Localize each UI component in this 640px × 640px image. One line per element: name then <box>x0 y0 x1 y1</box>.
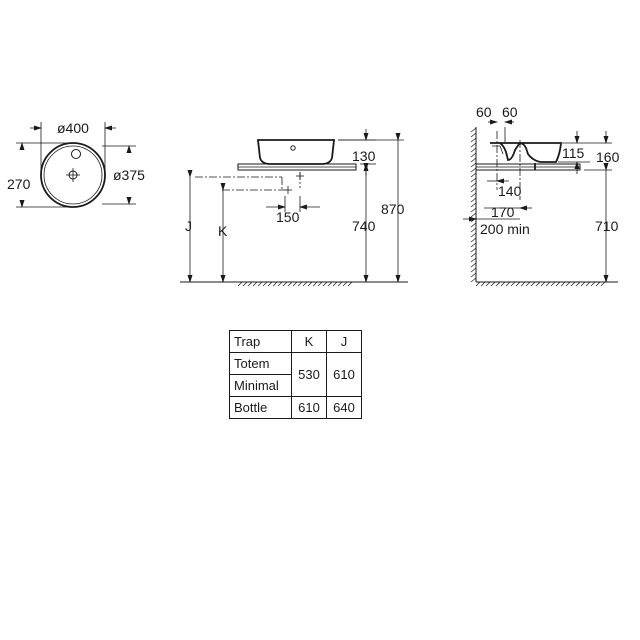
dim-115: 115 <box>562 145 585 161</box>
dim-140: 140 <box>498 183 522 199</box>
trap-name: Minimal <box>229 374 292 397</box>
trap-name: Totem <box>229 352 292 375</box>
dim-outer-diameter: ø400 <box>57 120 89 136</box>
dim-waste-offset: 150 <box>276 209 300 225</box>
table-row: Totem 530 610 <box>229 352 362 397</box>
table-header-row: Trap K J <box>229 330 362 353</box>
dim-total-height: 870 <box>381 201 405 217</box>
j-value: 610 <box>326 352 362 397</box>
label-k: K <box>218 223 228 239</box>
dim-depth: 270 <box>7 176 31 192</box>
label-j: J <box>185 218 192 234</box>
dim-counter-height: 740 <box>352 218 376 234</box>
header-trap: Trap <box>229 330 292 353</box>
floor-hatch-side <box>475 281 606 287</box>
header-j: J <box>326 330 362 353</box>
tap-hole <box>71 149 81 159</box>
table-row: Minimal <box>229 374 362 397</box>
dim-170: 170 <box>491 204 515 220</box>
k-value: 530 <box>291 352 327 397</box>
basin-inner-circle <box>43 145 103 205</box>
dim-bowl-height: 130 <box>352 148 376 164</box>
front-view: 150 130 740 870 J K <box>180 129 408 287</box>
top-view: ø400 270 ø375 <box>7 120 145 208</box>
dim-200-min: 200 min <box>480 221 530 237</box>
wall-hatch <box>470 127 477 283</box>
floor-hatch-front <box>237 281 353 287</box>
k-value: 610 <box>291 396 327 419</box>
dim-60-a: 60 <box>476 104 492 120</box>
table-row: Bottle 610 640 <box>229 396 362 419</box>
dim-160: 160 <box>596 149 620 165</box>
dim-710: 710 <box>595 218 619 234</box>
basin-side <box>490 142 562 163</box>
header-k: K <box>291 330 327 353</box>
dim-60-b: 60 <box>502 104 518 120</box>
j-value: 640 <box>326 396 362 419</box>
basin-front <box>256 139 336 165</box>
trap-table: Trap K J Totem 530 610 Minimal Bottle 61… <box>229 330 362 419</box>
dim-inner-diameter: ø375 <box>113 167 145 183</box>
side-view: 60 60 140 170 200 min 115 160 710 <box>463 104 620 287</box>
trap-name: Bottle <box>229 396 292 419</box>
basin-outer-circle <box>40 142 106 208</box>
